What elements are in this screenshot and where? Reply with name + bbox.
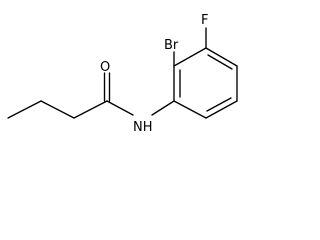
oxygen-label: O (100, 60, 110, 75)
bond-amide-cn (106, 100, 134, 116)
ring-bond-5 (205, 100, 238, 119)
nh-label: NH (133, 120, 153, 135)
bromine-label: Br (164, 38, 179, 53)
bond-chain-2 (40, 100, 75, 119)
ring-double-2 (207, 54, 233, 70)
ring-bond-3 (205, 47, 238, 67)
bond-chain-1 (7, 100, 42, 119)
molecule-svg: O NH Br F (7, 13, 238, 135)
bond-n-aryl (151, 100, 175, 116)
ring-bond-6 (173, 100, 207, 119)
ring-double-3 (206, 97, 232, 112)
fluorine-label: F (201, 13, 208, 28)
ring-bond-2 (173, 47, 207, 67)
structure-diagram: O NH Br F (0, 0, 250, 148)
bond-chain-3 (73, 100, 108, 119)
